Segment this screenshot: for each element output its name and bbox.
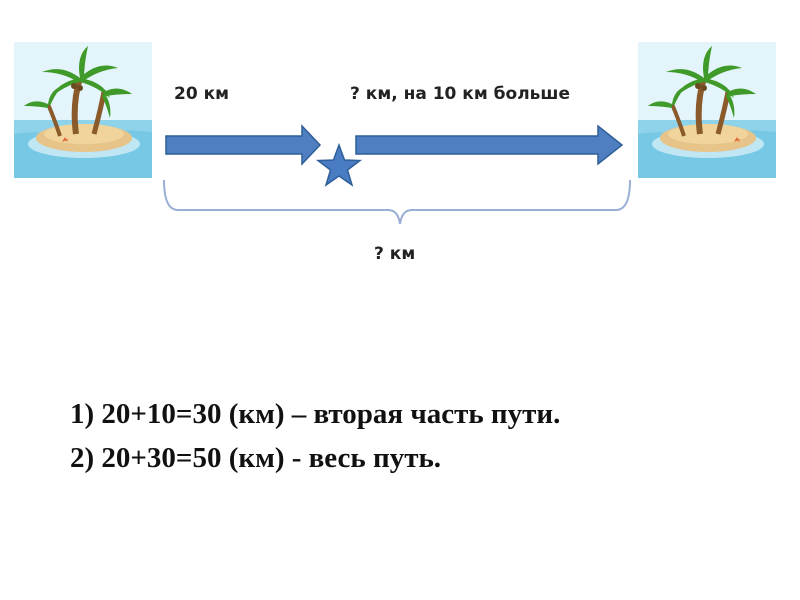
distance-diagram [163,124,631,225]
total-distance-label: ? км [374,244,416,264]
midpoint-star-icon [315,142,363,187]
total-distance-brace [163,179,631,225]
solution-steps: 1) 20+10=30 (км) – вторая часть пути. 2)… [70,392,560,480]
first-segment-arrow [165,124,322,166]
second-segment-label: ? км, на 10 км больше [350,84,570,104]
second-segment-arrow [355,124,624,166]
left-palm-island-icon [14,42,152,178]
right-palm-island-icon [638,42,776,178]
solution-step-2: 2) 20+30=50 (км) - весь путь. [70,442,442,474]
solution-step-1: 1) 20+10=30 (км) – вторая часть пути. [70,398,561,430]
first-segment-label: 20 км [174,84,230,104]
